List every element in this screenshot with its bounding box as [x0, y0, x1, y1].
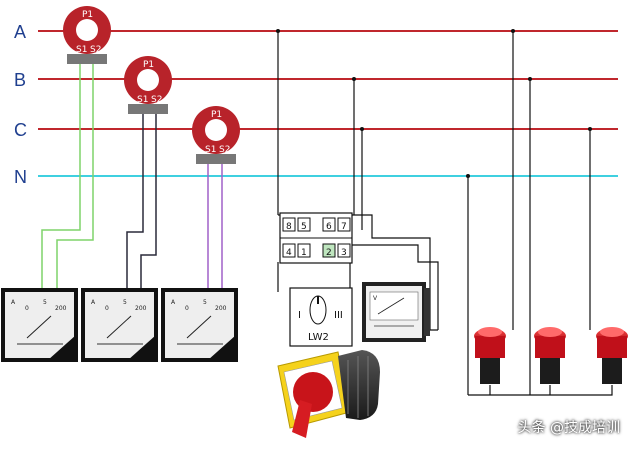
ammeter-1-scale-mid: 5 [43, 299, 47, 306]
ct-a-p1-label: P1 [82, 10, 93, 20]
watermark: 头条 @技成培训 [517, 420, 620, 436]
junction-dots [276, 29, 592, 178]
ct-a-wire-s1 [41, 60, 81, 290]
bus-label-a: A [14, 22, 26, 42]
switch-wires [277, 31, 613, 396]
ct-c-p1-label: P1 [211, 110, 222, 120]
voltmeter: V [362, 282, 430, 342]
bus-bars: A B C N [14, 22, 618, 187]
terminal-top-3: 6 [326, 222, 332, 232]
ct-wires [41, 60, 223, 290]
terminal-bottom-3: 2 [326, 248, 332, 258]
lw2-switch-symbol: I III LW2 [289, 287, 353, 347]
ammeter-1-scale-0: 0 [25, 305, 29, 312]
lw2-left-label: I [298, 310, 301, 321]
lw2-name-label: LW2 [308, 332, 329, 343]
ct-b-s2-label: S2 [151, 95, 162, 105]
ct-b: P1 S1 S2 [124, 56, 172, 114]
ammeter-3-unit: A [171, 299, 176, 306]
ammeter-3: A 0 5 200 [161, 288, 238, 362]
bus-label-c: C [14, 120, 27, 140]
terminal-top-4: 7 [341, 222, 347, 232]
ammeter-1-scale-max: 200 [55, 305, 67, 312]
ammeter-2-scale-max: 200 [135, 305, 147, 312]
ammeter-2: A 0 5 200 [81, 288, 158, 362]
ct-b-wire-s1 [126, 110, 144, 290]
indicator-lamp-2 [534, 327, 566, 384]
lw2-right-label: III [334, 310, 343, 321]
indicator-lamp-1 [474, 327, 506, 384]
ct-c-s2-label: S2 [219, 145, 230, 155]
ct-b-wire-s2 [140, 110, 157, 290]
terminal-bottom-4: 3 [341, 248, 347, 258]
ct-a-s2-label: S2 [90, 45, 101, 55]
ammeter-2-unit: A [91, 299, 96, 306]
terminal-bottom-1: 4 [286, 248, 292, 258]
ct-c-s1-label: S1 [205, 145, 216, 155]
terminal-top-2: 5 [301, 222, 307, 232]
terminal-block: 8 5 6 7 4 1 2 3 [279, 212, 353, 264]
terminal-bottom-2: 1 [301, 248, 307, 258]
voltmeter-unit: V [373, 295, 378, 302]
ct-a: P1 S1 S2 [63, 6, 111, 64]
ammeter-1: A 0 5 200 [1, 288, 78, 362]
ct-b-s1-label: S1 [137, 95, 148, 105]
ammeter-3-scale-mid: 5 [203, 299, 207, 306]
ammeter-3-scale-0: 0 [185, 305, 189, 312]
ammeter-2-scale-0: 0 [105, 305, 109, 312]
ct-a-s1-label: S1 [76, 45, 87, 55]
bus-label-n: N [14, 167, 27, 187]
ct-c: P1 S1 S2 [192, 106, 240, 164]
ammeter-1-unit: A [11, 299, 16, 306]
bus-label-b: B [14, 70, 26, 90]
terminal-top-1: 8 [286, 222, 292, 232]
ammeter-2-scale-mid: 5 [123, 299, 127, 306]
indicator-lamp-3 [596, 327, 628, 384]
ct-a-wire-s2 [56, 60, 94, 290]
ammeter-3-scale-max: 200 [215, 305, 227, 312]
ct-b-p1-label: P1 [143, 60, 154, 70]
rotary-switch [277, 350, 380, 438]
